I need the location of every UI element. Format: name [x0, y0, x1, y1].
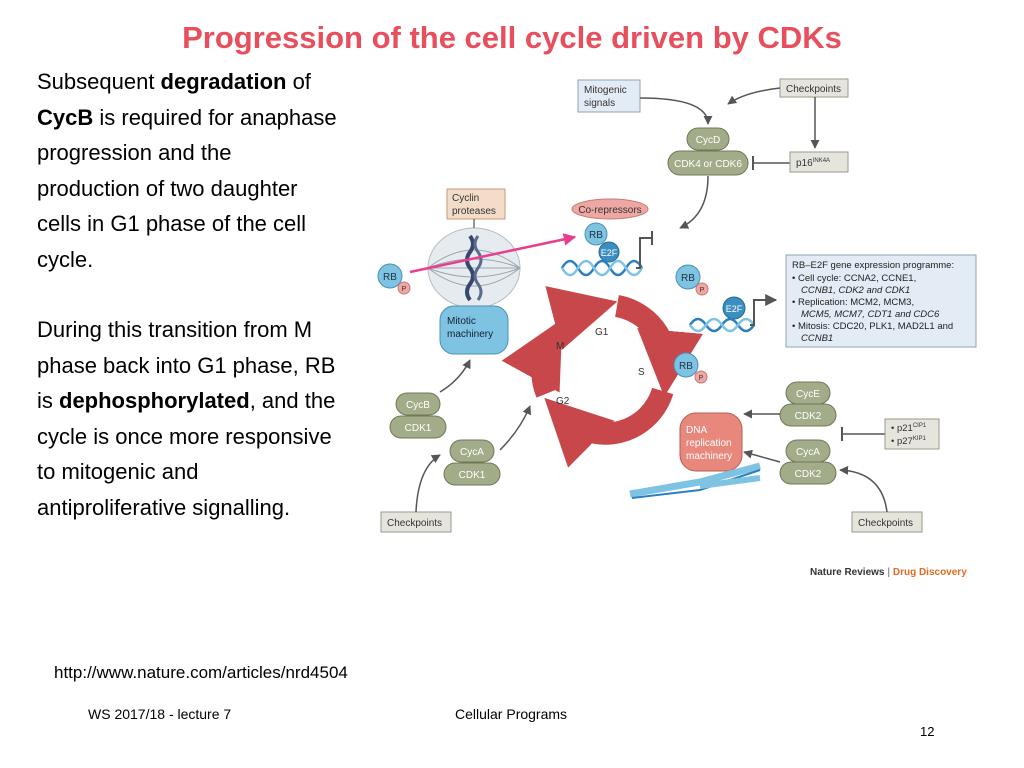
checkpoints-box-left: Checkpoints — [380, 511, 452, 533]
svg-text:DNA: DNA — [686, 425, 707, 436]
arrow-cdk46-to-rb — [679, 175, 709, 229]
slide-title: Progression of the cell cycle driven by … — [182, 20, 842, 55]
svg-text:P: P — [699, 375, 704, 382]
svg-text:RB: RB — [681, 273, 695, 284]
svg-text:CDK2: CDK2 — [795, 469, 822, 480]
arrow-checkpoints-left — [415, 454, 441, 513]
cyclin-proteases-box: Cyclin proteases — [446, 188, 506, 220]
svg-text:CycB: CycB — [406, 400, 430, 411]
svg-text:Checkpoints: Checkpoints — [387, 518, 442, 529]
rb-e2f-complex: RB E2F — [584, 222, 620, 263]
rb-phosphorylated-upper-right: RB P — [675, 264, 709, 296]
svg-text:CCNB1: CCNB1 — [801, 333, 833, 344]
svg-text:machinery: machinery — [686, 451, 732, 462]
svg-text:G2: G2 — [556, 396, 570, 407]
dna-helix-top — [560, 259, 644, 277]
svg-text:CycE: CycE — [796, 389, 820, 400]
mitotic-spindle — [427, 227, 521, 309]
svg-text:• Cell cycle: CCNA2, CCNE1,: • Cell cycle: CCNA2, CCNE1, — [792, 273, 916, 284]
svg-text:G1: G1 — [595, 327, 609, 338]
svg-text:MCM5, MCM7, CDT1 and CDC6: MCM5, MCM7, CDT1 and CDC6 — [801, 309, 940, 320]
svg-text:Mitotic: Mitotic — [447, 316, 476, 327]
cell-cycle-diagram: Mitogenic signals Checkpoints CycD CDK4 … — [377, 78, 977, 578]
cyca-cdk2-complex: CycA CDK2 — [779, 439, 837, 485]
svg-text:E2F: E2F — [726, 304, 743, 314]
arrow-checkpoint-feedback — [727, 87, 781, 105]
cell-cycle-wheel: G1 S G2 M — [501, 286, 703, 468]
svg-text:CCNB1, CDK2 and CDK1: CCNB1, CDK2 and CDK1 — [801, 285, 910, 296]
svg-text:CDK1: CDK1 — [405, 423, 432, 434]
svg-text:p16INK4A: p16INK4A — [796, 158, 830, 169]
svg-text:CycA: CycA — [796, 447, 820, 458]
arrow-checkpoints-right — [839, 465, 888, 513]
svg-text:CDK4 or CDK6: CDK4 or CDK6 — [674, 159, 742, 170]
svg-text:P: P — [402, 286, 407, 293]
svg-text:replication: replication — [686, 438, 732, 449]
page-number: 12 — [920, 724, 935, 739]
active-promoter-arrow — [750, 294, 778, 326]
svg-text:P: P — [700, 287, 705, 294]
repressed-promoter-arrow — [636, 237, 652, 269]
svg-text:Checkpoints: Checkpoints — [858, 518, 913, 529]
cycd-cdk46-complex: CycD CDK4 or CDK6 — [667, 127, 749, 176]
footer-title: Cellular Programs — [455, 706, 568, 722]
svg-text:CycA: CycA — [460, 447, 484, 458]
svg-text:CDK1: CDK1 — [459, 470, 486, 481]
checkpoints-box-top: Checkpoints — [779, 78, 849, 98]
svg-text:proteases: proteases — [452, 206, 496, 217]
mitogenic-signals-box: Mitogenic signals — [577, 79, 641, 113]
arrow-cycb-to-mitotic — [439, 359, 471, 393]
svg-text:• p21CIP1: • p21CIP1 — [891, 423, 927, 434]
svg-text:• p27KIP1: • p27KIP1 — [891, 436, 926, 447]
svg-text:CycD: CycD — [696, 135, 720, 146]
pink-arrow-dephosphorylation — [409, 233, 577, 274]
svg-text:RB: RB — [679, 361, 693, 372]
source-url[interactable]: http://www.nature.com/articles/nrd4504 — [54, 663, 348, 682]
svg-text:Mitogenic: Mitogenic — [584, 85, 627, 96]
arrow-mitogenic-to-cycd — [639, 97, 713, 125]
svg-text:• Replication: MCM2, MCM3,: • Replication: MCM2, MCM3, — [792, 297, 914, 308]
svg-text:CDK2: CDK2 — [795, 411, 822, 422]
svg-text:signals: signals — [584, 98, 615, 109]
svg-text:S: S — [638, 367, 645, 378]
replicating-dna-strand — [629, 462, 761, 499]
body-paragraph-degradation: Subsequent degradation of CycB is requir… — [37, 69, 337, 272]
p21-p27-box: • p21CIP1 • p27KIP1 — [884, 418, 940, 450]
svg-text:RB: RB — [383, 272, 397, 283]
arrow-cyca-cdk1-to-cycle — [499, 405, 532, 451]
footer-course: WS 2017/18 - lecture 7 — [88, 706, 232, 722]
p16-box: p16INK4A — [789, 151, 849, 173]
svg-text:Checkpoints: Checkpoints — [786, 84, 841, 95]
svg-text:machinery: machinery — [447, 329, 493, 340]
dna-helix-right — [688, 317, 756, 333]
cyca-cdk1-complex: CycA CDK1 — [443, 439, 501, 486]
cycb-cdk1-complex: CycB CDK1 — [389, 392, 447, 439]
arrow-cdk2b-to-dna — [743, 449, 781, 463]
svg-text:Cyclin: Cyclin — [452, 193, 479, 204]
rb-phosphorylated-lower-right: RB P — [673, 352, 708, 384]
svg-text:RB–E2F gene expression program: RB–E2F gene expression programme: — [792, 260, 954, 271]
svg-text:• Mitosis: CDC20, PLK1, MAD2L1: • Mitosis: CDC20, PLK1, MAD2L1 and — [792, 321, 953, 332]
rb-e2f-program-box: RB–E2F gene expression programme: • Cell… — [785, 254, 977, 348]
svg-text:Co-repressors: Co-repressors — [578, 205, 641, 216]
dna-replication-machinery: DNA replication machinery — [679, 412, 743, 472]
svg-text:M: M — [556, 341, 564, 352]
svg-text:E2F: E2F — [601, 248, 618, 258]
body-paragraph-dephosphorylation: During this transition from M phase back… — [37, 317, 336, 520]
figure-credit: Nature Reviews | Drug Discovery — [810, 567, 967, 578]
co-repressors: Co-repressors — [571, 198, 649, 220]
svg-text:RB: RB — [589, 230, 603, 241]
rb-phosphorylated-left: RB P — [377, 263, 411, 295]
cyce-cdk2-complex: CycE CDK2 — [779, 381, 837, 427]
mitotic-machinery: Mitotic machinery — [439, 305, 509, 355]
e2f-free: E2F — [722, 296, 746, 320]
checkpoints-box-right: Checkpoints — [851, 511, 923, 533]
